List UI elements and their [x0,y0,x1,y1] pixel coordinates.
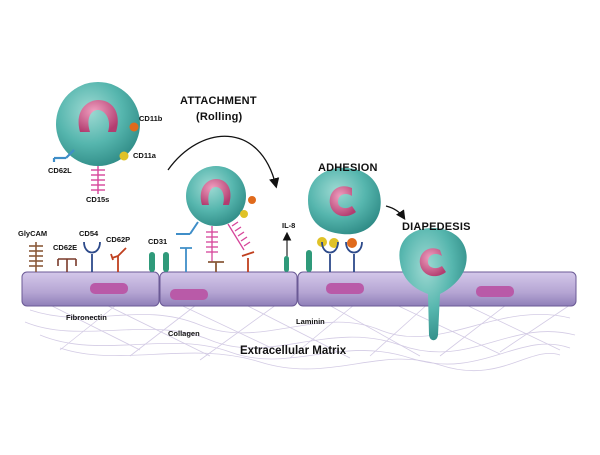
laminin-label: Laminin [296,317,325,326]
leukocyte-adhered [308,167,381,272]
leukocyte-rolling [176,166,256,272]
rolling-endothelial-binders [180,247,255,272]
collagen-label: Collagen [168,329,200,338]
endothelial-nucleus [476,286,514,297]
cd15s-ligand [91,166,105,194]
cd62e-molecule [57,258,77,272]
rolling-cd15s-ligands [206,221,251,262]
extracellular-matrix-fibers [24,299,576,372]
cd62l-selectin [52,149,75,162]
endothelial-nucleus [170,289,208,300]
cd11a-dot [329,238,339,248]
diapedesis-label: DIAPEDESIS [402,221,471,233]
cd15s-label: CD15s [86,195,110,204]
endothelial-nucleus [90,283,128,294]
rolling-label: (Rolling) [196,111,243,123]
diapedesis-arrow [385,205,406,220]
rolling-selectin [176,221,199,235]
endothelium [21,271,577,307]
cd11a-label: CD11a [133,151,156,160]
cd31-posts [149,252,169,272]
leukocyte-nucleus [78,100,118,132]
cd11a-dot [119,151,129,161]
glycam-molecule [29,242,43,272]
cd11b-dot [347,238,357,248]
cd62e-label: CD62E [53,243,78,252]
cd11b-label: CD11b [139,114,163,123]
cd11b-dot [248,196,256,204]
attachment-label: ATTACHMENT [180,95,257,107]
cd31-label: CD31 [148,237,168,246]
cd54-molecule [83,241,101,272]
cd11b-dot [129,122,139,132]
leukocyte-nucleus [329,186,356,217]
leukocyte-diapedesis [399,228,467,341]
cd62p-molecule [110,247,127,272]
endothelial-nucleus [326,283,364,294]
leukocyte-nucleus [200,179,231,205]
glycam-label: GlyCAM [18,229,48,238]
il8-posts [284,250,312,272]
attachment-arrow [167,135,280,189]
fibronectin-label: Fibronectin [66,313,107,322]
extracellular-matrix-label: Extracellular Matrix [240,345,347,357]
cd62p-label: CD62P [106,235,131,244]
adhesion-label: ADHESION [318,162,378,174]
il8-label: IL-8 [282,221,296,230]
cd11a-dot [240,210,248,218]
leukocyte-nucleus [419,248,446,277]
cd62l-label: CD62L [48,166,72,175]
cd54-label: CD54 [79,229,99,238]
adhesion-binders [321,241,363,272]
leukocyte-free [52,82,140,194]
